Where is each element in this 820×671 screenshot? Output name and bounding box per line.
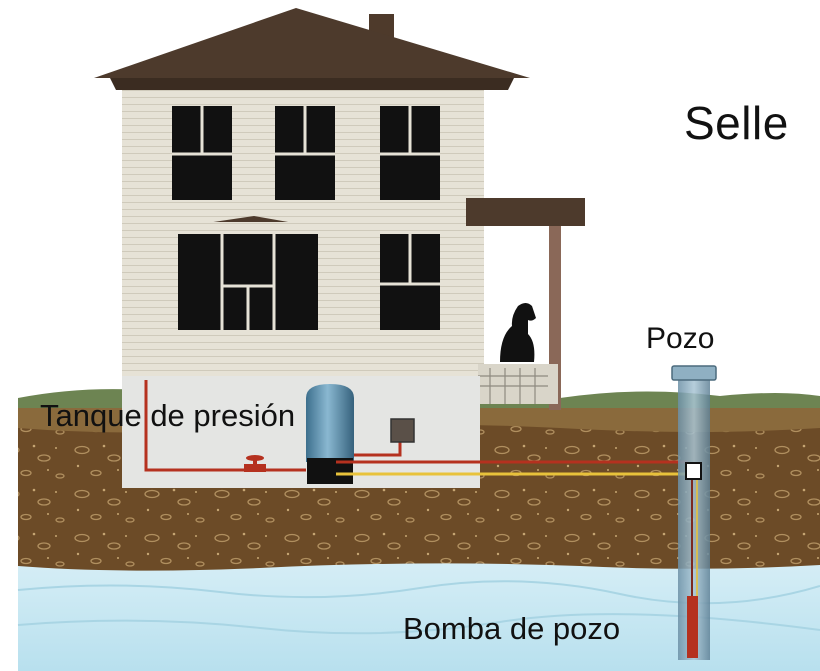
porch-roof — [466, 198, 585, 226]
title-label: Selle — [684, 97, 789, 149]
main-roof — [94, 8, 530, 78]
valve-icon — [244, 455, 266, 472]
pitless-adapter — [685, 462, 702, 480]
plumbing — [144, 380, 688, 484]
pressure-switch-box — [390, 418, 415, 443]
dog-icon — [500, 303, 536, 362]
well — [671, 365, 717, 660]
pressure-tank — [306, 384, 354, 462]
house — [94, 8, 585, 488]
roof-trim — [110, 78, 514, 90]
porch-lattice — [478, 368, 548, 404]
well-pump — [687, 596, 698, 658]
well-pump-label: Bomba de pozo — [403, 611, 621, 646]
window-muntins-upper — [172, 106, 440, 156]
well-label: Pozo — [646, 322, 715, 355]
window-muntins-lower — [220, 234, 440, 330]
well-cap — [671, 365, 717, 381]
porch-deck — [478, 364, 558, 404]
pressure-tank-label: Tanque de presión — [40, 398, 296, 433]
lower-windows — [178, 234, 440, 330]
